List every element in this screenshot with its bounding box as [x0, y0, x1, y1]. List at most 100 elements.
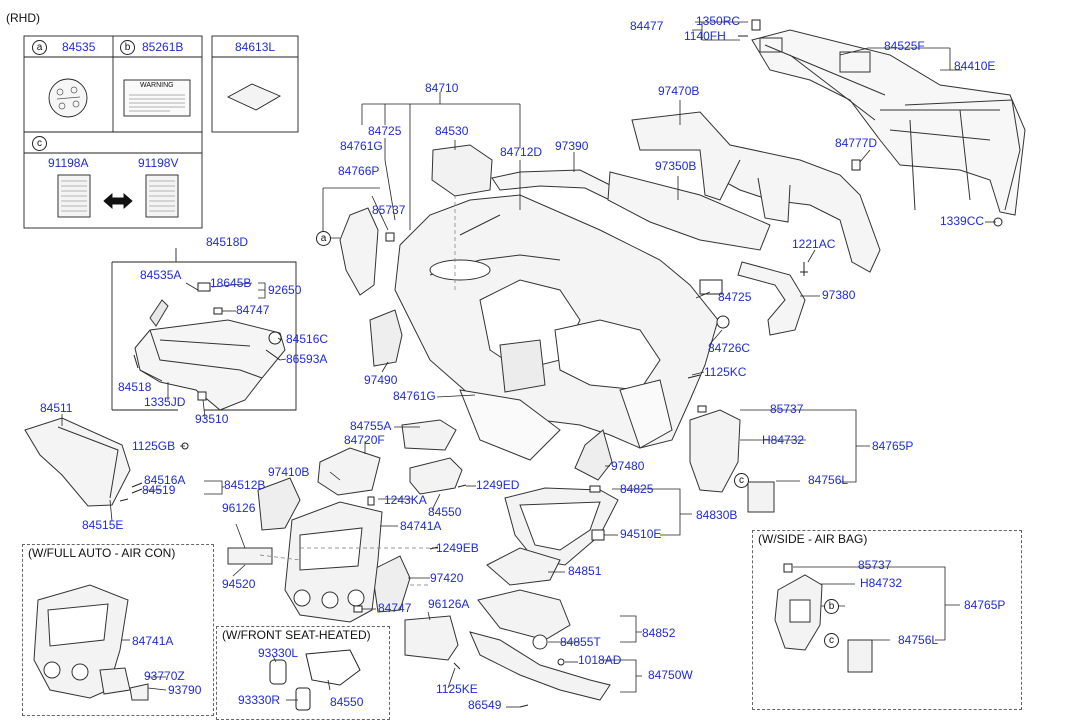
part-label-1125gb[interactable]: 1125GB — [132, 439, 176, 453]
part-label-84477[interactable]: 84477 — [630, 19, 664, 33]
part-label-1243ka[interactable]: 1243KA — [384, 493, 427, 507]
part-label-84512b[interactable]: 84512B — [224, 478, 266, 492]
part-label-84747[interactable]: 84747 — [236, 303, 270, 317]
part-label-84550[interactable]: 84550 — [330, 695, 364, 709]
part-label-84519[interactable]: 84519 — [142, 483, 176, 497]
part-label-86549[interactable]: 86549 — [468, 698, 502, 712]
part-label-93330r[interactable]: 93330R — [238, 693, 281, 707]
part-label-84855t[interactable]: 84855T — [560, 635, 601, 649]
part-label-84756l[interactable]: 84756L — [898, 633, 939, 647]
part-label-84710[interactable]: 84710 — [425, 81, 459, 95]
part-label-84765p[interactable]: 84765P — [872, 439, 914, 453]
legend-single-part[interactable]: 84613L — [235, 40, 276, 54]
part-label-85737[interactable]: 85737 — [372, 203, 406, 217]
part-label-93510[interactable]: 93510 — [195, 412, 229, 426]
part-label-97490[interactable]: 97490 — [364, 373, 398, 387]
callout-marker-b: b — [824, 599, 839, 614]
legend-marker-b: b — [120, 40, 135, 55]
part-label-96126[interactable]: 96126 — [222, 501, 256, 515]
part-label-84720f[interactable]: 84720F — [344, 433, 385, 447]
part-label-96126a[interactable]: 96126A — [428, 597, 470, 611]
legend-c-right-part[interactable]: 91198V — [138, 156, 179, 170]
part-label-h84732[interactable]: H84732 — [762, 433, 805, 447]
legend-a-part[interactable]: 84535 — [62, 40, 96, 54]
legend-single-box — [211, 35, 299, 133]
part-label-97420[interactable]: 97420 — [430, 571, 464, 585]
part-label-84511[interactable]: 84511 — [40, 401, 73, 415]
part-label-84535a[interactable]: 84535A — [140, 268, 182, 282]
part-label-84725[interactable]: 84725 — [718, 290, 752, 304]
part-label-93790[interactable]: 93790 — [168, 683, 202, 697]
part-label-1018ad[interactable]: 1018AD — [578, 653, 622, 667]
part-label-84851[interactable]: 84851 — [568, 564, 602, 578]
part-label-84726c[interactable]: 84726C — [708, 341, 751, 355]
inset-seat-heated-title: (W/FRONT SEAT-HEATED) — [222, 628, 371, 642]
part-label-84518[interactable]: 84518 — [118, 380, 152, 394]
part-label-84516c[interactable]: 84516C — [286, 332, 329, 346]
pad-icon — [226, 83, 281, 111]
part-label-84550[interactable]: 84550 — [428, 505, 462, 519]
legend-c-left-part[interactable]: 91198A — [48, 156, 89, 170]
legend-b-part[interactable]: 85261B — [142, 40, 184, 54]
part-label-84747[interactable]: 84747 — [378, 601, 412, 615]
part-label-18645b[interactable]: 18645B — [210, 276, 252, 290]
part-label-1350rc[interactable]: 1350RC — [696, 14, 741, 28]
part-label-84530[interactable]: 84530 — [435, 124, 469, 138]
part-label-97410b[interactable]: 97410B — [268, 465, 310, 479]
part-label-84516a[interactable]: 84516A — [144, 473, 186, 487]
part-label-1125ke[interactable]: 1125KE — [436, 682, 478, 696]
part-label-84761g[interactable]: 84761G — [393, 389, 436, 403]
part-label-84741a[interactable]: 84741A — [400, 519, 442, 533]
part-label-97390[interactable]: 97390 — [555, 139, 589, 153]
part-label-84712d[interactable]: 84712D — [500, 145, 543, 159]
part-label-84777d[interactable]: 84777D — [835, 136, 878, 150]
part-label-84750w[interactable]: 84750W — [648, 668, 693, 682]
part-label-84410e[interactable]: 84410E — [954, 59, 996, 73]
part-label-1125kc[interactable]: 1125KC — [704, 365, 747, 379]
inset-side-airbag — [752, 530, 1022, 710]
part-label-h84732[interactable]: H84732 — [860, 576, 903, 590]
part-label-1140fh[interactable]: 1140FH — [684, 29, 726, 43]
part-label-84756l[interactable]: 84756L — [808, 473, 849, 487]
legend-marker-c: c — [32, 136, 47, 151]
part-label-93770z[interactable]: 93770Z — [144, 669, 185, 683]
part-label-92650[interactable]: 92650 — [268, 283, 302, 297]
double-arrow-icon — [103, 193, 133, 209]
callout-marker-c-2: c — [824, 633, 839, 648]
part-label-94510e[interactable]: 94510E — [620, 527, 662, 541]
part-label-97380[interactable]: 97380 — [822, 288, 856, 302]
part-label-84766p[interactable]: 84766P — [338, 164, 380, 178]
callout-marker-c: c — [734, 473, 749, 488]
callout-marker-a: a — [316, 231, 331, 246]
part-label-84765p[interactable]: 84765P — [964, 598, 1006, 612]
part-label-1339cc[interactable]: 1339CC — [940, 214, 985, 228]
part-label-1335jd[interactable]: 1335JD — [144, 395, 186, 409]
part-label-1221ac[interactable]: 1221AC — [792, 237, 836, 251]
part-label-93330l[interactable]: 93330L — [258, 646, 299, 660]
part-label-84515e[interactable]: 84515E — [82, 518, 124, 532]
part-label-97350b[interactable]: 97350B — [655, 159, 697, 173]
part-label-94520[interactable]: 94520 — [222, 577, 256, 591]
part-label-85737[interactable]: 85737 — [770, 402, 804, 416]
inset-seat-heated — [216, 626, 390, 720]
inset-full-auto — [22, 544, 214, 716]
part-label-97470b[interactable]: 97470B — [658, 84, 700, 98]
part-label-84525f[interactable]: 84525F — [884, 39, 925, 53]
part-label-84741a[interactable]: 84741A — [132, 634, 174, 648]
part-label-97480[interactable]: 97480 — [611, 459, 645, 473]
part-label-1249eb[interactable]: 1249EB — [436, 541, 479, 555]
part-label-84761g[interactable]: 84761G — [340, 139, 383, 153]
part-label-84825[interactable]: 84825 — [620, 482, 654, 496]
part-label-86593a[interactable]: 86593A — [286, 352, 328, 366]
part-label-84830b[interactable]: 84830B — [696, 508, 738, 522]
inset-side-airbag-title: (W/SIDE - AIR BAG) — [758, 532, 868, 546]
part-label-1249ed[interactable]: 1249ED — [476, 478, 520, 492]
part-label-84755a[interactable]: 84755A — [350, 419, 392, 433]
part-label-84852[interactable]: 84852 — [642, 626, 676, 640]
part-label-84725[interactable]: 84725 — [368, 124, 402, 138]
part-label-85737[interactable]: 85737 — [858, 558, 892, 572]
part-label-84518d[interactable]: 84518D — [206, 235, 249, 249]
sticker-text: WARNING — [140, 82, 174, 89]
